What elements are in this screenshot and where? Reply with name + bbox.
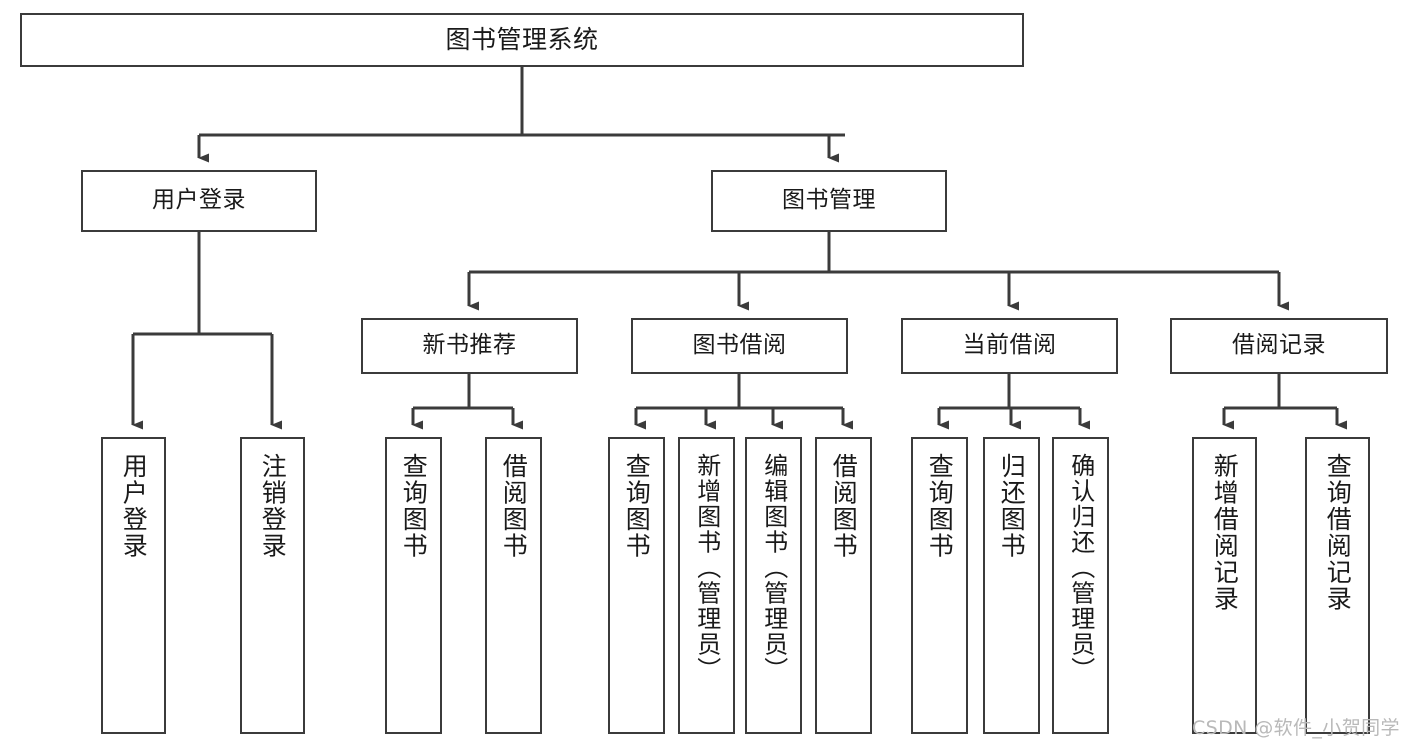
node-leaf-borrow-book-2-label: 借阅图书 xyxy=(829,453,859,559)
node-borrow-record-label: 借阅记录 xyxy=(1232,332,1326,359)
node-leaf-edit-book-label: 编辑图书（管理员） xyxy=(759,453,788,683)
node-leaf-user-login-label: 用户登录 xyxy=(119,453,149,559)
node-root[interactable]: 图书管理系统 xyxy=(20,13,1024,67)
node-borrow-record[interactable]: 借阅记录 xyxy=(1170,318,1388,374)
node-leaf-query-record-label: 查询借阅记录 xyxy=(1323,453,1353,612)
node-leaf-query-book-1-label: 查询图书 xyxy=(399,453,429,559)
node-leaf-query-record[interactable]: 查询借阅记录 xyxy=(1305,437,1370,734)
node-leaf-confirm-return-label: 确认归还（管理员） xyxy=(1066,453,1095,683)
node-leaf-user-login[interactable]: 用户登录 xyxy=(101,437,166,734)
node-leaf-query-book-2[interactable]: 查询图书 xyxy=(608,437,665,734)
node-leaf-borrow-book-1[interactable]: 借阅图书 xyxy=(485,437,542,734)
node-new-book-rec-label: 新书推荐 xyxy=(422,332,517,359)
csdn-watermark: CSDN @软件_小贺同学 xyxy=(1192,717,1400,739)
node-current-borrow[interactable]: 当前借阅 xyxy=(901,318,1118,374)
node-leaf-logout-label: 注销登录 xyxy=(258,453,288,559)
node-book-borrow[interactable]: 图书借阅 xyxy=(631,318,848,374)
node-leaf-borrow-book-1-label: 借阅图书 xyxy=(499,453,529,559)
node-book-borrow-label: 图书借阅 xyxy=(692,332,787,359)
node-leaf-add-book[interactable]: 新增图书（管理员） xyxy=(678,437,735,734)
node-user-login-label: 用户登录 xyxy=(152,187,246,214)
node-leaf-return-book[interactable]: 归还图书 xyxy=(983,437,1040,734)
node-leaf-add-record[interactable]: 新增借阅记录 xyxy=(1192,437,1257,734)
node-leaf-add-book-label: 新增图书（管理员） xyxy=(692,453,721,683)
node-leaf-add-record-label: 新增借阅记录 xyxy=(1210,453,1240,612)
node-new-book-rec[interactable]: 新书推荐 xyxy=(361,318,578,374)
node-root-label: 图书管理系统 xyxy=(445,25,599,55)
node-leaf-edit-book[interactable]: 编辑图书（管理员） xyxy=(745,437,802,734)
node-leaf-query-book-3-label: 查询图书 xyxy=(925,453,955,559)
node-book-manage[interactable]: 图书管理 xyxy=(711,170,947,232)
node-user-login[interactable]: 用户登录 xyxy=(81,170,317,232)
node-current-borrow-label: 当前借阅 xyxy=(962,332,1057,359)
node-leaf-confirm-return[interactable]: 确认归还（管理员） xyxy=(1052,437,1109,734)
node-leaf-query-book-2-label: 查询图书 xyxy=(622,453,652,559)
node-leaf-logout[interactable]: 注销登录 xyxy=(240,437,305,734)
node-leaf-borrow-book-2[interactable]: 借阅图书 xyxy=(815,437,872,734)
node-leaf-query-book-1[interactable]: 查询图书 xyxy=(385,437,442,734)
node-leaf-query-book-3[interactable]: 查询图书 xyxy=(911,437,968,734)
node-book-manage-label: 图书管理 xyxy=(782,187,876,214)
node-leaf-return-book-label: 归还图书 xyxy=(997,453,1027,559)
